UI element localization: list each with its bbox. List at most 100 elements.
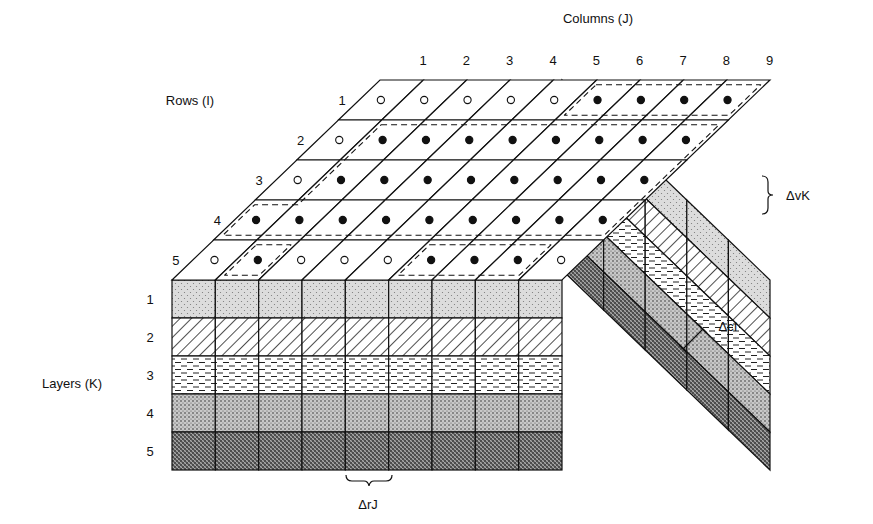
front-cell [215, 394, 258, 432]
inactive-cell-circle [211, 256, 218, 263]
column-brace [346, 475, 392, 486]
front-cell [259, 318, 302, 356]
front-cell [172, 432, 215, 470]
active-cell-dot [467, 176, 474, 183]
front-cell [259, 280, 302, 318]
front-cell [259, 394, 302, 432]
active-cell-dot [424, 176, 431, 183]
active-cell-dot [637, 96, 644, 103]
active-cell-dot [339, 216, 346, 223]
active-cell-dot [296, 216, 303, 223]
front-cell [475, 356, 518, 394]
front-cell [432, 280, 475, 318]
active-cell-dot [471, 256, 478, 263]
front-cell [519, 394, 562, 432]
front-cell [172, 356, 215, 394]
front-cell [389, 280, 432, 318]
column-number: 2 [463, 54, 470, 67]
active-cell-dot [596, 136, 603, 143]
active-cell-dot [556, 216, 563, 223]
layer-number: 3 [146, 369, 153, 382]
dimension-label: ΔvK [786, 189, 810, 202]
front-cell [302, 356, 345, 394]
axis-title: Rows (I) [166, 94, 214, 107]
axis-title: Layers (K) [42, 377, 102, 390]
front-cell [302, 394, 345, 432]
inactive-cell-circle [341, 256, 348, 263]
side-cell [604, 272, 646, 350]
column-number: 1 [419, 54, 426, 67]
front-cell [475, 318, 518, 356]
front-cell [475, 394, 518, 432]
active-cell-dot [428, 256, 435, 263]
row-number: 3 [255, 174, 262, 187]
active-boundary-line [398, 245, 551, 275]
column-number: 3 [506, 54, 513, 67]
front-cell [519, 318, 562, 356]
layer-number: 5 [146, 445, 153, 458]
dimension-label: ΔrJ [358, 498, 378, 511]
inactive-cell-circle [507, 96, 514, 103]
inactive-cell-circle [336, 136, 343, 143]
side-cell [687, 352, 729, 430]
top-cell [602, 160, 687, 200]
top-cell [685, 80, 770, 120]
front-cell [345, 280, 388, 318]
front-cell [345, 394, 388, 432]
layer-number: 1 [146, 293, 153, 306]
active-cell-dot [597, 176, 604, 183]
front-cell [432, 318, 475, 356]
front-cell [389, 318, 432, 356]
top-face [172, 80, 770, 280]
front-cell [215, 356, 258, 394]
front-cell [259, 356, 302, 394]
front-cell [475, 280, 518, 318]
layer-brace [762, 176, 773, 214]
active-cell-dot [382, 216, 389, 223]
inactive-cell-circle [464, 96, 471, 103]
inactive-cell-circle [421, 96, 428, 103]
inactive-cell-circle [377, 96, 384, 103]
inactive-cell-circle [298, 256, 305, 263]
active-cell-dot [554, 176, 561, 183]
active-cell-dot [552, 136, 559, 143]
inactive-cell-circle [558, 256, 565, 263]
front-cell [172, 318, 215, 356]
column-number: 6 [636, 54, 643, 67]
front-cell [302, 280, 345, 318]
active-boundary-line [225, 245, 291, 275]
front-cell [475, 432, 518, 470]
layer-number: 4 [146, 407, 153, 420]
dimension-label: ΔcI [719, 320, 738, 333]
active-cell-dot [599, 216, 606, 223]
front-face [172, 280, 562, 470]
front-cell [345, 318, 388, 356]
top-cell [560, 200, 645, 240]
column-number: 5 [593, 54, 600, 67]
row-number: 2 [297, 134, 304, 147]
active-cell-dot [254, 256, 261, 263]
front-cell [389, 432, 432, 470]
front-cell [432, 356, 475, 394]
active-cell-dot [381, 176, 388, 183]
column-number: 9 [766, 54, 773, 67]
layer-number: 2 [146, 331, 153, 344]
row-number: 5 [172, 254, 179, 267]
front-cell [432, 394, 475, 432]
active-boundary-line [564, 85, 760, 115]
side-cell [645, 312, 687, 390]
front-cell [345, 432, 388, 470]
active-boundary [223, 85, 761, 275]
front-cell [172, 394, 215, 432]
front-cell [519, 432, 562, 470]
inactive-cell-circle [384, 256, 391, 263]
front-cell [389, 394, 432, 432]
active-cell-dot [466, 136, 473, 143]
active-cell-dot [641, 176, 648, 183]
row-number: 1 [339, 94, 346, 107]
front-cell [519, 280, 562, 318]
front-cell [259, 432, 302, 470]
column-number: 7 [679, 54, 686, 67]
front-cell [302, 318, 345, 356]
